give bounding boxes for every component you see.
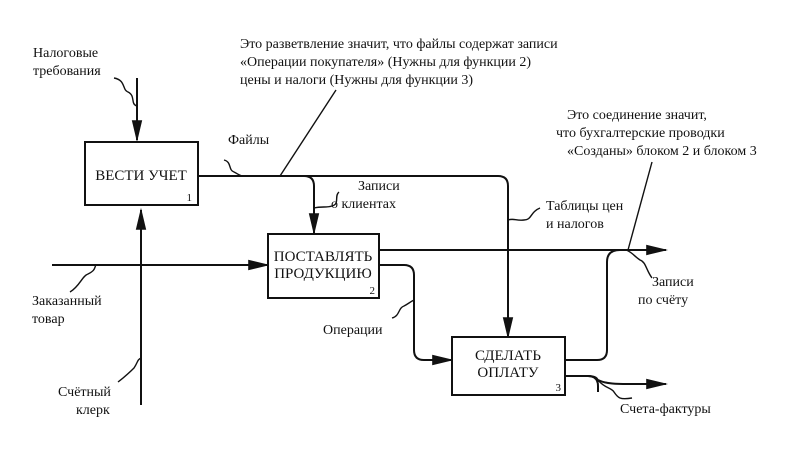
label-price-tables-1: Таблицы цен: [546, 199, 624, 214]
box3-title-line1: СДЕЛАТЬ: [475, 348, 541, 364]
leader-client-records: [313, 191, 340, 209]
label-files: Файлы: [228, 133, 270, 148]
join-note-line1: Это соединение значит,: [567, 108, 707, 123]
join-note-line2: что бухгалтерские проводки: [556, 126, 725, 141]
leader-price-tables: [507, 207, 541, 221]
leader-clerk: [117, 357, 142, 383]
box3-number: 3: [556, 382, 562, 394]
label-price-tables-2: и налогов: [546, 217, 604, 232]
join-note-line3: «Созданы» блоком 2 и блоком 3: [567, 144, 757, 159]
box1-title: ВЕСТИ УЧЕТ: [95, 168, 187, 184]
label-client-records-2: о клиентах: [331, 197, 396, 212]
label-operations: Операции: [323, 323, 383, 338]
box2-title-line1: ПОСТАВЛЯТЬ: [274, 249, 373, 265]
label-clerk-2: клерк: [76, 403, 110, 418]
branch-note-line1: Это разветвление значит, что файлы содер…: [240, 37, 558, 52]
arrow-files-branch-client-records: [303, 175, 320, 236]
arrow-invoices-head: [597, 378, 669, 390]
label-tax-requirements-2: требования: [33, 64, 101, 79]
label-ordered-goods-1: Заказанный: [32, 294, 102, 309]
label-invoices: Счета-фактуры: [620, 402, 711, 417]
leader-operations: [391, 299, 415, 319]
label-ordered-goods-2: товар: [32, 312, 65, 327]
label-account-records-2: по счёту: [638, 293, 688, 308]
box-supply-products: [267, 233, 380, 299]
label-tax-requirements-1: Налоговые: [33, 46, 98, 61]
leader-invoices: [597, 379, 633, 400]
box3-title-line2: ОПЛАТУ: [477, 365, 539, 381]
arrow-invoices-tail: [565, 375, 599, 383]
arrow-invoices: [565, 375, 599, 392]
branch-note-line2: «Операции покупателя» (Нужны для функции…: [240, 55, 531, 70]
leader-tax-requirements: [113, 77, 138, 107]
branch-note-line3: цены и налоги (Нужны для функции 3): [240, 73, 473, 88]
label-client-records-1: Записи: [358, 179, 400, 194]
box-keep-records: [84, 141, 199, 206]
label-account-records-1: Записи: [652, 275, 694, 290]
leader-join-note: [627, 161, 653, 251]
label-clerk-1: Счётный: [58, 385, 111, 400]
arrow-box3-account-records: [565, 249, 621, 361]
leader-branch-note: [279, 89, 337, 177]
box-make-payment: [451, 336, 566, 396]
box2-number: 2: [370, 285, 376, 297]
box2-title-line2: ПРОДУКЦИЮ: [274, 266, 372, 282]
arrow-operations: [379, 264, 455, 366]
box1-number: 1: [187, 192, 193, 204]
arrow-files: [198, 175, 514, 340]
leader-ordered-goods: [69, 264, 97, 293]
leader-files: [223, 159, 244, 177]
leader-account-records: [625, 249, 653, 279]
